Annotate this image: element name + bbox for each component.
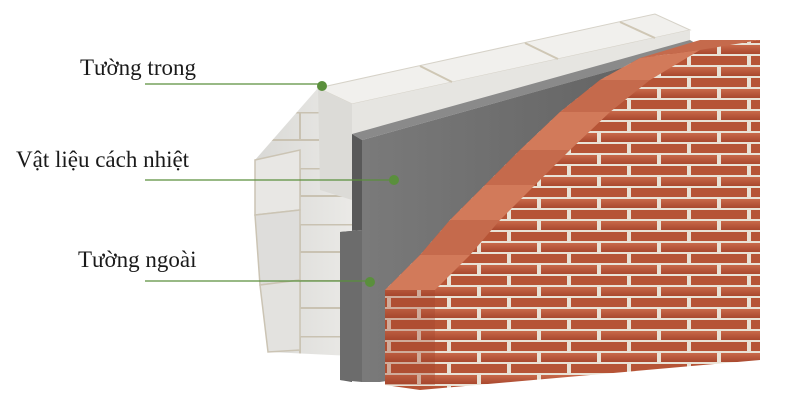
leader-dot-outer [365,277,375,287]
leader-dot-inner [317,81,327,91]
label-insulation: Vật liệu cách nhiệt [16,147,190,172]
leader-lines [145,81,399,287]
inner-wall-blocks [254,13,692,356]
leader-dot-insulation [389,175,399,185]
label-outer-wall: Tường ngoài [78,247,197,272]
label-inner-wall: Tường trong [80,55,196,80]
outer-brick-wall [385,40,760,390]
